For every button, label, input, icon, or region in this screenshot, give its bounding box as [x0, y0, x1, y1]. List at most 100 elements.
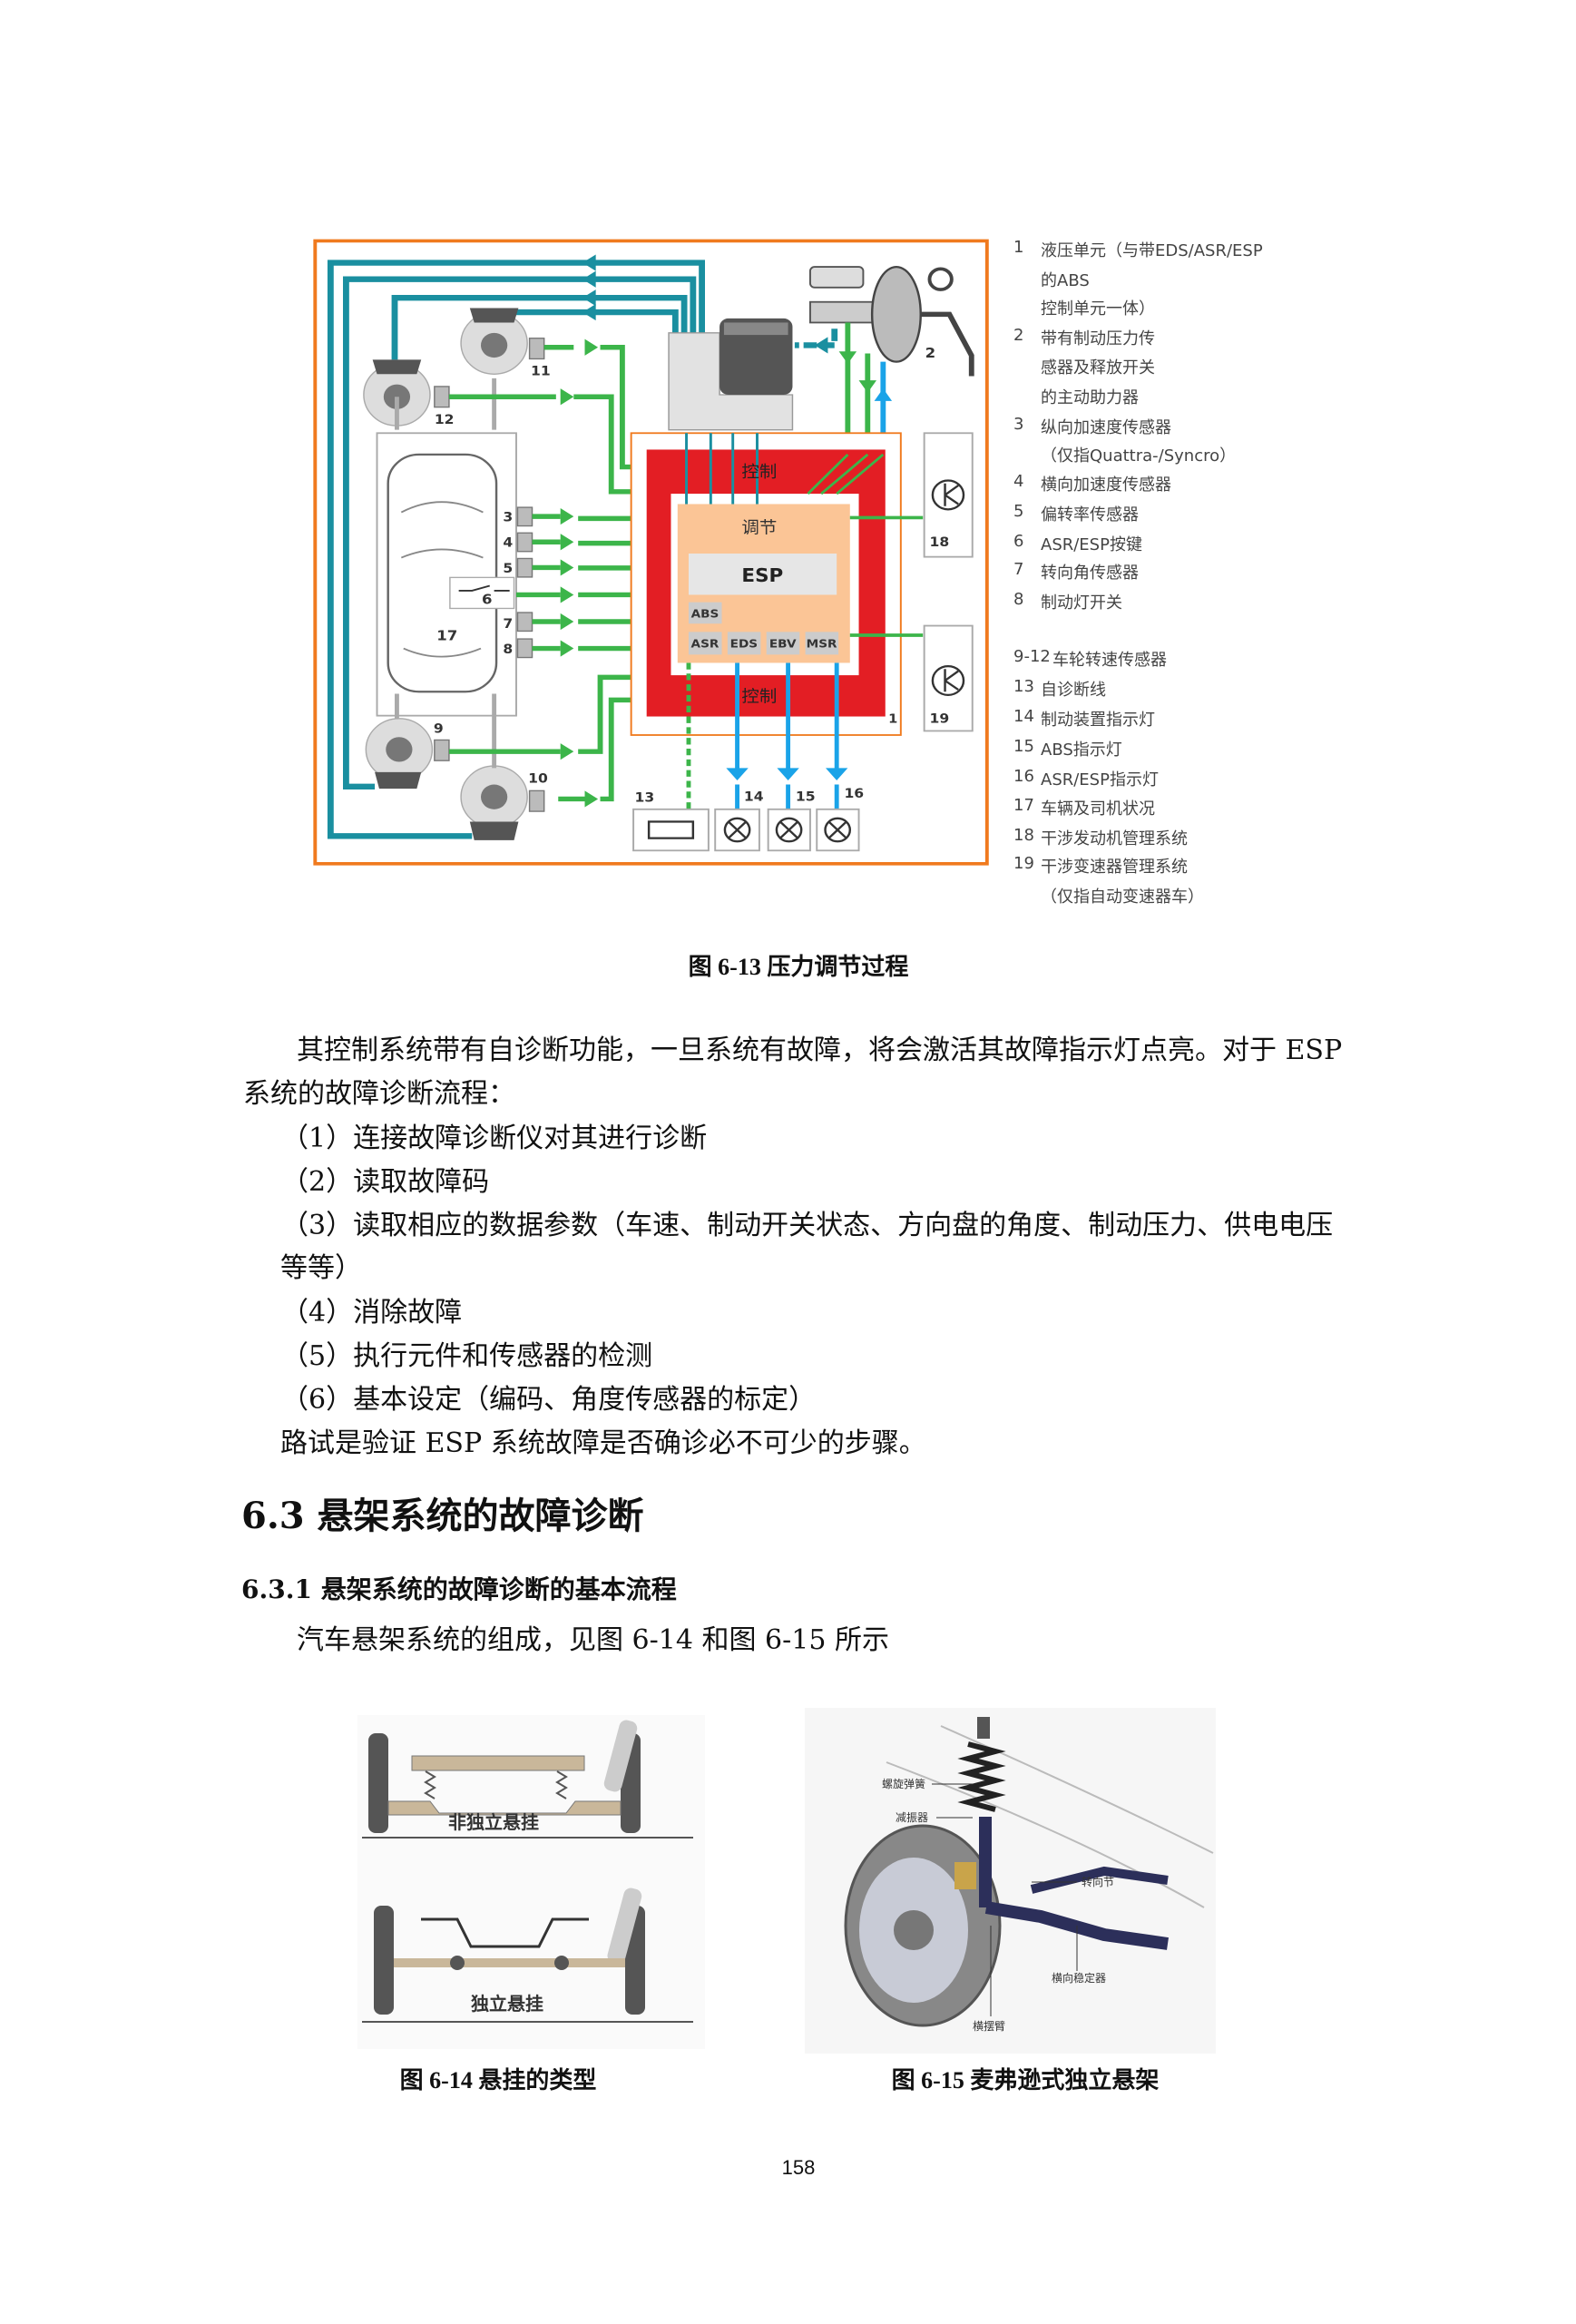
- legend-text: 感器及释放开关: [1041, 358, 1155, 378]
- legend-text: ASR/ESP按键: [1041, 535, 1142, 554]
- legend-num: 17: [1013, 796, 1034, 815]
- label-msr: MSR: [807, 638, 837, 651]
- step-item: （1）连接故障诊断仪对其进行诊断: [281, 1123, 708, 1154]
- legend-num: 7: [1013, 560, 1024, 579]
- legend-num: 9-12: [1013, 647, 1051, 666]
- label-18: 18: [929, 534, 949, 549]
- step-item-continuation: 等等）: [280, 1252, 362, 1284]
- control-arm-label: 横摆臂: [973, 2020, 1005, 2033]
- label-19: 19: [929, 711, 949, 726]
- label-2: 2: [925, 345, 936, 361]
- legend-text: 车辆及司机状况: [1041, 799, 1155, 819]
- label-ebv: EBV: [769, 638, 798, 651]
- esp-pressure-regulation-diagram: 2 6 17: [313, 239, 989, 866]
- legend-text: 液压单元（与带EDS/ASR/ESP: [1041, 241, 1263, 260]
- coil-spring-label: 螺旋弹簧: [882, 1777, 925, 1790]
- label-16: 16: [844, 786, 864, 801]
- legend-text: 的主动助力器: [1041, 388, 1139, 407]
- label-17: 17: [436, 627, 457, 643]
- legend-text: （仅指自动变速器车）: [1041, 887, 1204, 907]
- label-13: 13: [635, 789, 655, 805]
- conclusion-text: 路试是验证 ESP 系统故障是否确诊必不可少的步骤。: [280, 1427, 926, 1459]
- legend-text: 干涉发动机管理系统: [1041, 829, 1188, 848]
- label-3: 3: [503, 509, 513, 525]
- independent-suspension-label: 独立悬挂: [471, 1993, 543, 2015]
- legend-text: 控制单元一体）: [1041, 299, 1155, 319]
- legend-num: 19: [1013, 854, 1034, 873]
- label-1: 1: [888, 712, 897, 726]
- legend-num: 14: [1013, 707, 1034, 726]
- legend-text: 的ABS: [1041, 271, 1090, 290]
- legend-num: 18: [1013, 826, 1034, 845]
- sensors: [516, 506, 533, 659]
- vehicle-status: 6 17: [376, 378, 517, 769]
- figure-6-14-caption: 图 6-14 悬挂的类型: [399, 2067, 597, 2094]
- legend-text: 纵向加速度传感器: [1041, 418, 1171, 437]
- suspension-types-image: 非独立悬挂 独立悬挂: [357, 1715, 705, 2049]
- hydraulic-unit: [668, 318, 794, 431]
- legend-num: 4: [1013, 472, 1024, 491]
- legend-num: 8: [1013, 590, 1024, 609]
- figure-6-13-caption: 图 6-13 压力调节过程: [688, 954, 909, 980]
- label-15: 15: [796, 789, 816, 804]
- legend-text: 制动灯开关: [1041, 593, 1122, 613]
- step-item: （4）消除故障: [281, 1297, 463, 1329]
- label-control-bottom: 控制: [741, 687, 777, 706]
- macpherson-suspension-image: 螺旋弹簧 减振器 转向节 横向稳定器 横摆臂: [805, 1708, 1216, 2054]
- wheel-10: [460, 765, 545, 840]
- independent-suspension-drawing: 独立悬挂: [362, 1888, 693, 2023]
- label-14: 14: [744, 789, 764, 804]
- wheel-speed-sensors: [363, 308, 545, 840]
- legend-num: 5: [1013, 502, 1024, 521]
- legend-text: 带有制动压力传: [1041, 329, 1155, 348]
- step-item: （6）基本设定（编码、角度传感器的标定）: [281, 1384, 817, 1416]
- label-5: 5: [503, 560, 513, 575]
- legend-text: 偏转率传感器: [1041, 505, 1139, 525]
- page-number: 158: [781, 2156, 816, 2179]
- legend-num: 2: [1013, 326, 1024, 345]
- wheel-9: [365, 718, 450, 789]
- legend-text: （仅指Quattra-/Syncro）: [1041, 446, 1237, 466]
- legend-num: 6: [1013, 532, 1024, 551]
- label-regulate: 调节: [741, 518, 777, 537]
- label-7: 7: [503, 615, 513, 631]
- legend-text: 干涉变速器管理系统: [1041, 858, 1188, 877]
- legend-text: 横向加速度传感器: [1041, 476, 1171, 495]
- label-10: 10: [528, 770, 548, 786]
- dependent-suspension-drawing: 非独立悬挂: [362, 1720, 693, 1839]
- brake-line-arrows: [582, 254, 828, 354]
- label-4: 4: [503, 534, 513, 550]
- dependent-suspension-label: 非独立悬挂: [448, 1811, 539, 1833]
- legend-text: 制动装置指示灯: [1041, 711, 1155, 730]
- legend-num: 3: [1013, 415, 1024, 434]
- figure-6-15-caption: 图 6-15 麦弗逊式独立悬架: [891, 2067, 1160, 2094]
- steering-knuckle-label: 转向节: [1082, 1875, 1114, 1888]
- legend-num: 13: [1013, 677, 1034, 696]
- paragraph-line: 系统的故障诊断流程：: [243, 1078, 515, 1110]
- output-lines: [686, 662, 839, 809]
- label-esp: ESP: [741, 565, 783, 586]
- brake-booster: 2: [808, 265, 974, 377]
- label-12: 12: [435, 411, 455, 427]
- paragraph-line: 其控制系统带有自诊断功能，一旦系统有故障，将会激活其故障指示灯点亮。对于 ESP: [297, 1035, 1343, 1066]
- intro-text: 汽车悬架系统的组成，见图 6-14 和图 6-15 所示: [297, 1624, 889, 1656]
- legend-num: 1: [1013, 238, 1024, 257]
- label-6: 6: [482, 591, 493, 607]
- sensor-signal-lines: [448, 345, 650, 802]
- label-control-top: 控制: [741, 463, 777, 482]
- shock-absorber-label: 减振器: [896, 1811, 928, 1824]
- legend-num: 16: [1013, 767, 1034, 786]
- step-item: （2）读取故障码: [281, 1166, 490, 1198]
- indicator-lamp-icons: [647, 479, 965, 843]
- legend-text: ASR/ESP指示灯: [1041, 770, 1159, 789]
- step-item: （5）执行元件和传感器的检测: [281, 1340, 653, 1372]
- subsection-heading: 6.3.1 悬架系统的故障诊断的基本流程: [241, 1574, 677, 1604]
- legend-num: 15: [1013, 737, 1034, 756]
- legend-text: 车轮转速传感器: [1052, 651, 1167, 670]
- legend-text: ABS指示灯: [1041, 740, 1122, 760]
- label-11: 11: [531, 363, 551, 378]
- label-abs: ABS: [691, 608, 719, 621]
- label-9: 9: [434, 721, 444, 736]
- wheel-11: [460, 308, 545, 375]
- stabilizer-label: 横向稳定器: [1052, 1971, 1106, 1985]
